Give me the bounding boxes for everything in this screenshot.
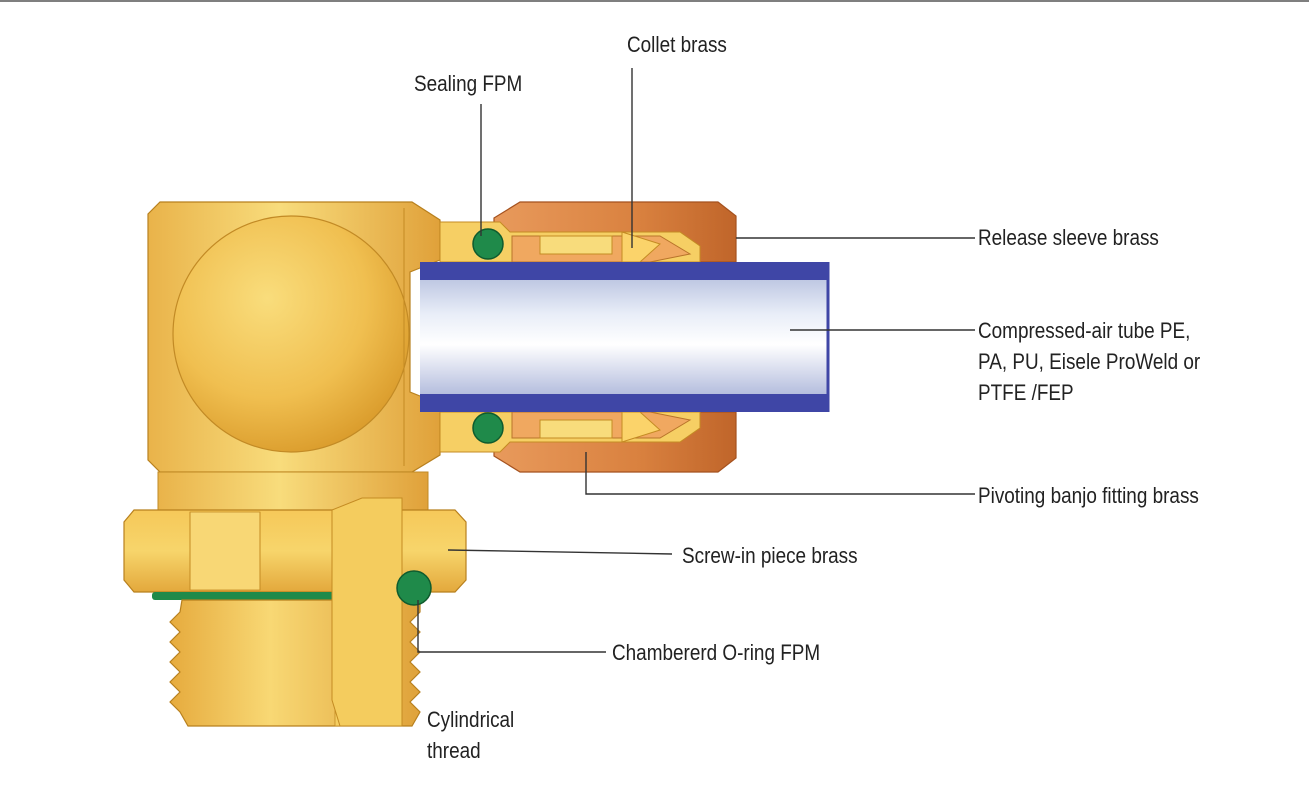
- collet-lower: [439, 411, 701, 453]
- air-tube: [420, 262, 830, 412]
- label-thread-line2: thread: [427, 738, 481, 763]
- label-oring: Chambererd O-ring FPM: [612, 640, 821, 665]
- label-thread-line1: Cylindrical: [427, 707, 515, 732]
- label-banjo: Pivoting banjo fitting brass: [978, 483, 1199, 508]
- chambered-oring: [396, 570, 432, 606]
- screw-in-piece: [331, 497, 403, 727]
- leader-lines: [417, 68, 975, 653]
- top-divider: [0, 0, 1309, 2]
- label-tube-line3: PTFE /FEP: [978, 380, 1074, 405]
- label-release-sleeve: Release sleeve brass: [978, 225, 1159, 250]
- label-collet: Collet brass: [627, 32, 727, 57]
- seal-washer: [152, 592, 342, 600]
- label-tube: Compressed-air tube PE, PA, PU, Eisele P…: [978, 315, 1200, 408]
- banjo-bore-circle: [172, 215, 410, 453]
- label-sealing: Sealing FPM: [414, 71, 523, 96]
- sealing-ring-bottom: [472, 412, 504, 444]
- collet-upper: [439, 221, 701, 263]
- banjo-body: [147, 201, 441, 473]
- label-screw-in: Screw-in piece brass: [682, 543, 858, 568]
- sealing-ring-top: [472, 228, 504, 260]
- label-thread: Cylindrical thread: [427, 704, 514, 766]
- label-tube-line1: Compressed-air tube PE,: [978, 318, 1191, 343]
- label-tube-line2: PA, PU, Eisele ProWeld or: [978, 349, 1201, 374]
